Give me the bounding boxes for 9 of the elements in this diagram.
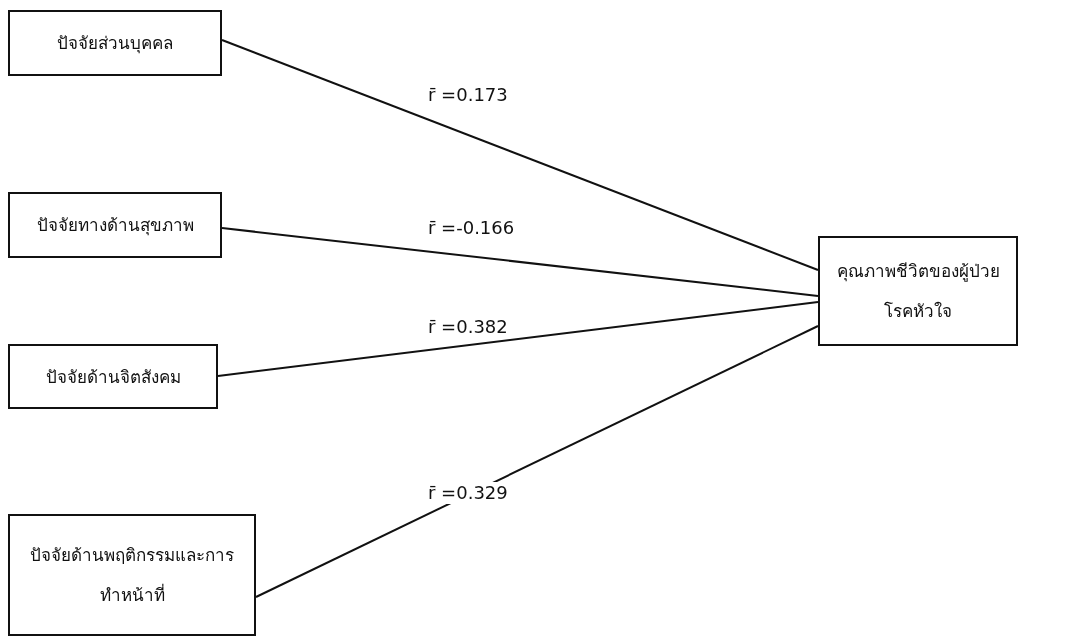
- factor-box: ปัจจัยด้านจิตสังคม: [8, 344, 218, 409]
- connector-line: [217, 301, 819, 377]
- factor-box: ปัจจัยทางด้านสุขภาพ: [8, 192, 222, 258]
- connector-line: [221, 39, 819, 271]
- connector-line: [255, 325, 819, 598]
- factor-box: ปัจจัยด้านพฤติกรรมและการทำหน้าที่: [8, 514, 256, 636]
- factor-box: คุณภาพชีวิตของผู้ป่วยโรคหัวใจ: [818, 236, 1018, 346]
- connector-line: [221, 227, 819, 297]
- factor-box: ปัจจัยส่วนบุคคล: [8, 10, 222, 76]
